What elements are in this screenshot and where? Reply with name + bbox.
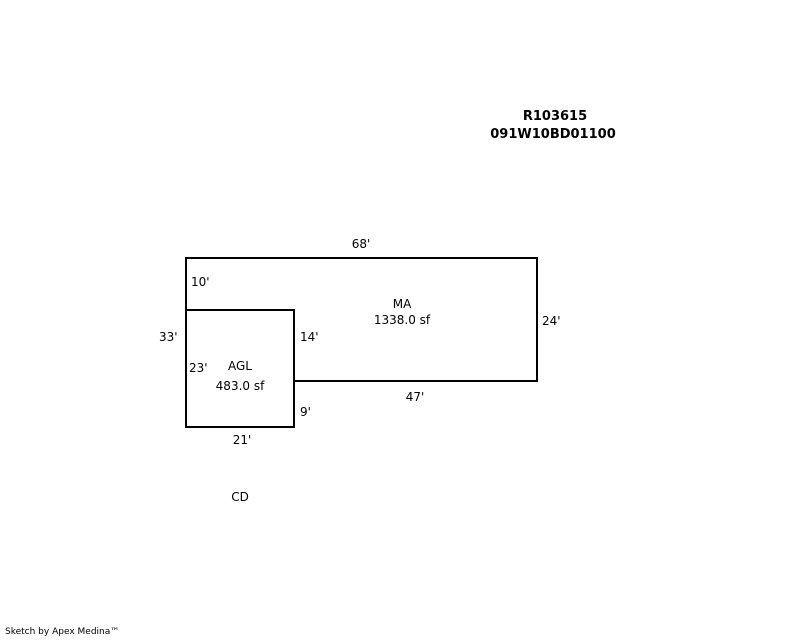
dimension-main-left-upper: 10'	[191, 275, 210, 289]
dimension-main-bottom: 47'	[405, 390, 425, 404]
dimension-main-right: 24'	[542, 314, 561, 328]
dimension-garage-right-lower: 9'	[300, 405, 311, 419]
garage-outline	[185, 309, 295, 428]
main-area-code: MA	[392, 297, 412, 311]
dimension-garage-bottom: 21'	[232, 433, 252, 447]
dimension-garage-left: 23'	[189, 361, 208, 375]
dimension-main-top: 68'	[351, 237, 371, 251]
dimension-overall-left: 33'	[159, 330, 178, 344]
main-area-outline	[185, 257, 538, 382]
map-tax-lot: 091W10BD01100	[490, 127, 616, 142]
garage-area-size: 483.0 sf	[215, 379, 265, 393]
sketch-credit: Sketch by Apex Medina™	[5, 627, 120, 637]
dimension-garage-right-upper: 14'	[300, 330, 319, 344]
main-area-size: 1338.0 sf	[373, 313, 431, 327]
other-area-code: CD	[231, 490, 249, 504]
account-id: R103615	[522, 109, 588, 124]
garage-area-code: AGL	[228, 359, 252, 373]
